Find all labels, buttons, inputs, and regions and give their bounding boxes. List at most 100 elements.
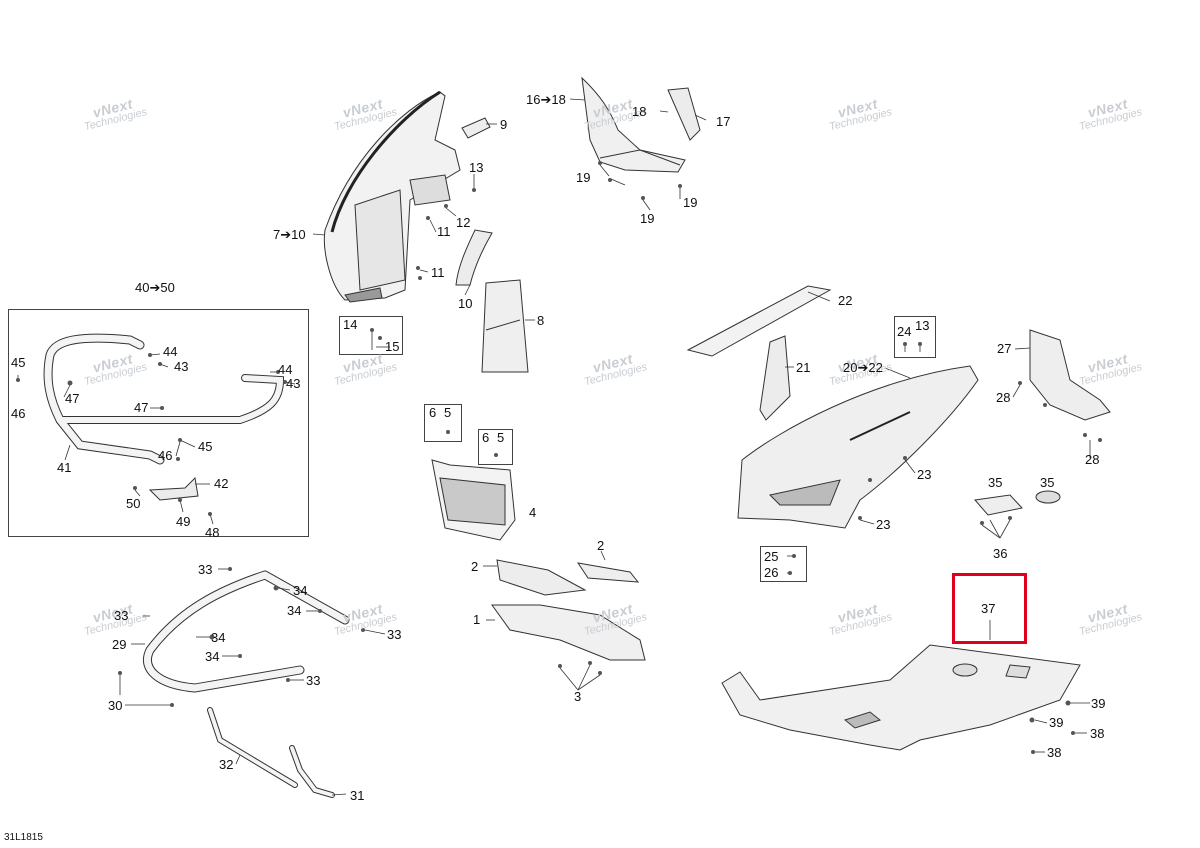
callout-label[interactable]: 43 xyxy=(174,359,189,374)
callout-label[interactable]: 33 xyxy=(198,562,213,577)
callout-label[interactable]: 50 xyxy=(126,496,141,511)
part-1-bracket[interactable] xyxy=(491,604,646,661)
callout-label[interactable]: 2 xyxy=(597,538,605,553)
callout-label[interactable]: 22 xyxy=(838,293,853,308)
callout-label[interactable]: 47 xyxy=(65,391,80,406)
callout-label[interactable]: 9 xyxy=(500,117,508,132)
part-35-plate[interactable] xyxy=(974,490,1061,516)
callout-label[interactable]: 8 xyxy=(537,313,545,328)
highlight-box-37 xyxy=(952,573,1027,644)
callout-label[interactable]: 36 xyxy=(993,546,1008,561)
part-32-strut[interactable] xyxy=(207,707,298,788)
part-front-side-panel[interactable] xyxy=(323,90,461,303)
part-side-panel[interactable] xyxy=(737,365,979,529)
hardware xyxy=(16,161,1102,754)
part-37-skid-plate[interactable] xyxy=(721,644,1081,751)
part-2-pad-right[interactable] xyxy=(576,562,640,583)
callout-label[interactable]: 16➔18 xyxy=(526,92,566,107)
callout-label[interactable]: 45 xyxy=(11,355,26,370)
callout-label[interactable]: 28 xyxy=(996,390,1011,405)
part-22-strip[interactable] xyxy=(686,285,832,357)
part-10-strip[interactable] xyxy=(455,229,493,286)
callout-label[interactable]: 38 xyxy=(1090,726,1105,741)
callout-label[interactable]: 46 xyxy=(11,406,26,421)
callout-label[interactable]: 1 xyxy=(473,612,481,627)
callout-label[interactable]: 47 xyxy=(134,400,149,415)
callout-label[interactable]: 46 xyxy=(158,448,173,463)
callout-label[interactable]: 19 xyxy=(683,195,698,210)
callout-frame-25-26 xyxy=(760,546,807,582)
callout-label[interactable]: 18 xyxy=(632,104,647,119)
callout-label[interactable]: 28 xyxy=(1085,452,1100,467)
callout-label[interactable]: 43 xyxy=(286,376,301,391)
callout-label[interactable]: 10 xyxy=(458,296,473,311)
callout-label[interactable]: 26 xyxy=(764,565,779,580)
callout-label[interactable]: 5 xyxy=(497,430,505,445)
callout-label[interactable]: 11 xyxy=(431,265,445,280)
callout-label[interactable]: 34 xyxy=(287,603,302,618)
part-31-strut[interactable] xyxy=(289,745,335,798)
callout-label[interactable]: 25 xyxy=(764,549,779,564)
callout-label[interactable]: 42 xyxy=(214,476,229,491)
callout-label[interactable]: 15 xyxy=(385,339,400,354)
callout-label[interactable]: 44 xyxy=(278,362,293,377)
callout-label[interactable]: 5 xyxy=(444,405,452,420)
callout-label-highlighted[interactable]: 37 xyxy=(981,601,996,616)
callout-frame-24-13 xyxy=(894,316,936,358)
callout-label[interactable]: 39 xyxy=(1049,715,1064,730)
callout-label[interactable]: 33 xyxy=(306,673,321,688)
callout-label[interactable]: 23 xyxy=(917,467,932,482)
callout-label[interactable]: 23 xyxy=(876,517,891,532)
callout-label[interactable]: 39 xyxy=(1091,696,1106,711)
callout-label[interactable]: 14 xyxy=(343,317,358,332)
callout-label[interactable]: 6 xyxy=(482,430,490,445)
callout-label[interactable]: 7➔10 xyxy=(273,227,306,242)
callout-label[interactable]: 48 xyxy=(205,525,220,540)
callout-label[interactable]: 20➔22 xyxy=(843,360,883,375)
callout-label[interactable]: 29 xyxy=(112,637,127,652)
callout-label[interactable]: 17 xyxy=(716,114,731,129)
callout-label[interactable]: 6 xyxy=(429,405,437,420)
part-41-bumper[interactable] xyxy=(43,333,285,465)
callout-label[interactable]: 41 xyxy=(57,460,72,475)
callout-label[interactable]: 3 xyxy=(574,689,582,704)
part-21-strip[interactable] xyxy=(759,335,791,421)
callout-label[interactable]: 19 xyxy=(640,211,655,226)
part-8-panel[interactable] xyxy=(481,279,529,373)
callout-label[interactable]: 32 xyxy=(219,757,234,772)
part-27-bracket[interactable] xyxy=(1029,329,1111,421)
callout-label[interactable]: 49 xyxy=(176,514,191,529)
callout-label[interactable]: 12 xyxy=(456,215,471,230)
part-42-bracket[interactable] xyxy=(148,476,199,501)
part-4-grille[interactable] xyxy=(431,459,516,541)
part-17-strip[interactable] xyxy=(667,87,701,141)
part-9-pad[interactable] xyxy=(461,117,491,139)
callout-label[interactable]: 13 xyxy=(915,318,930,333)
callout-label[interactable]: 35 xyxy=(1040,475,1055,490)
leader-lines xyxy=(17,98,1091,796)
callout-label[interactable]: 31 xyxy=(350,788,365,803)
callout-label[interactable]: 33 xyxy=(387,627,402,642)
callout-label[interactable]: 2 xyxy=(471,559,479,574)
callout-label[interactable]: 33 xyxy=(114,608,129,623)
callout-label[interactable]: 21 xyxy=(796,360,811,375)
callout-label[interactable]: 13 xyxy=(469,160,484,175)
callout-label[interactable]: 40➔50 xyxy=(135,280,175,295)
callout-label[interactable]: 45 xyxy=(198,439,213,454)
callout-label[interactable]: 34 xyxy=(293,583,308,598)
part-29-rail[interactable] xyxy=(142,570,350,693)
callout-label[interactable]: 11 xyxy=(437,224,451,239)
callout-label[interactable]: 27 xyxy=(997,341,1012,356)
part-2-pad-left[interactable] xyxy=(496,559,587,596)
callout-label[interactable]: 24 xyxy=(897,324,912,339)
callout-label[interactable]: 34 xyxy=(211,630,226,645)
callout-label[interactable]: 44 xyxy=(163,344,178,359)
callout-label[interactable]: 19 xyxy=(576,170,591,185)
callout-label[interactable]: 4 xyxy=(529,505,537,520)
part-upper-bracket[interactable] xyxy=(581,76,686,173)
callout-label[interactable]: 38 xyxy=(1047,745,1062,760)
callout-label[interactable]: 35 xyxy=(988,475,1003,490)
callout-label[interactable]: 30 xyxy=(108,698,123,713)
callout-label[interactable]: 34 xyxy=(205,649,220,664)
